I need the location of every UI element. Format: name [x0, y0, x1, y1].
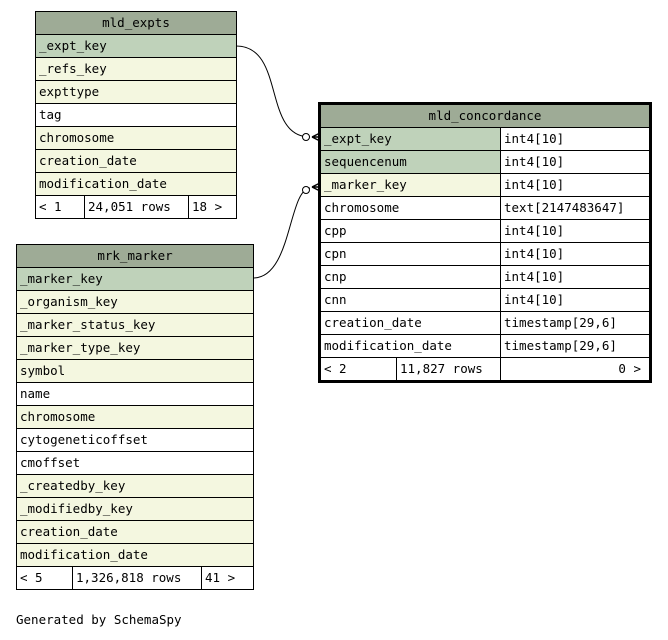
column-row[interactable]: _refs_key: [36, 58, 236, 81]
table-footer: < 1 24,051 rows 18 >: [36, 196, 236, 218]
column-name: modification_date: [20, 547, 148, 562]
children-link[interactable]: 41 >: [201, 567, 253, 589]
table-title[interactable]: mld_concordance: [321, 105, 649, 128]
column-name: _createdby_key: [20, 478, 126, 493]
column-row[interactable]: _createdby_key: [17, 475, 253, 498]
edge-expt-key-optional-marker: [302, 133, 310, 141]
column-row[interactable]: _organism_key: [17, 291, 253, 314]
row-count: 11,827 rows: [396, 358, 500, 380]
column-row[interactable]: expttype: [36, 81, 236, 104]
column-name: name: [20, 386, 51, 401]
column-row[interactable]: cpn int4[10]: [321, 243, 649, 266]
generated-by-credit: Generated by SchemaSpy: [16, 612, 182, 627]
column-type: int4[10]: [500, 243, 649, 265]
column-row[interactable]: chromosome: [36, 127, 236, 150]
column-name: cpp: [321, 220, 500, 242]
column-name: chromosome: [321, 197, 500, 219]
children-link[interactable]: 0 >: [500, 358, 649, 380]
table-title[interactable]: mrk_marker: [17, 245, 253, 268]
column-row[interactable]: name: [17, 383, 253, 406]
column-name: _marker_status_key: [20, 317, 156, 332]
edge-expt-key: [235, 45, 311, 138]
column-row[interactable]: modification_date: [36, 173, 236, 196]
row-count: 24,051 rows: [84, 196, 188, 218]
column-name: cpn: [321, 243, 500, 265]
column-name: _refs_key: [39, 61, 107, 76]
column-row[interactable]: cnp int4[10]: [321, 266, 649, 289]
column-row[interactable]: chromosome text[2147483647]: [321, 197, 649, 220]
column-name: expttype: [39, 84, 100, 99]
column-type: int4[10]: [500, 174, 649, 196]
column-name: cytogeneticoffset: [20, 432, 148, 447]
column-row[interactable]: cmoffset: [17, 452, 253, 475]
column-type: int4[10]: [500, 128, 649, 150]
column-name: _marker_key: [321, 174, 500, 196]
column-name: modification_date: [321, 335, 500, 357]
column-name: _marker_type_key: [20, 340, 141, 355]
column-name: cnn: [321, 289, 500, 311]
column-type: int4[10]: [500, 151, 649, 173]
column-type: int4[10]: [500, 266, 649, 288]
column-type: timestamp[29,6]: [500, 312, 649, 334]
parents-link[interactable]: < 2: [324, 361, 347, 376]
column-name: modification_date: [39, 176, 167, 191]
column-row[interactable]: symbol: [17, 360, 253, 383]
column-row[interactable]: cpp int4[10]: [321, 220, 649, 243]
column-row[interactable]: tag: [36, 104, 236, 127]
column-name: creation_date: [321, 312, 500, 334]
column-name: _organism_key: [20, 294, 118, 309]
column-name: cmoffset: [20, 455, 81, 470]
column-row[interactable]: cnn int4[10]: [321, 289, 649, 312]
column-type: timestamp[29,6]: [500, 335, 649, 357]
edge-marker-key: [252, 187, 311, 279]
table-footer: < 2 11,827 rows 0 >: [321, 358, 649, 380]
column-type: text[2147483647]: [500, 197, 649, 219]
column-name: chromosome: [20, 409, 96, 424]
column-name: cnp: [321, 266, 500, 288]
column-name: creation_date: [20, 524, 118, 539]
row-count: 1,326,818 rows: [72, 567, 201, 589]
table-title[interactable]: mld_expts: [36, 12, 236, 35]
column-name: tag: [39, 107, 62, 122]
column-name: creation_date: [39, 153, 137, 168]
parents-link[interactable]: < 5: [20, 570, 43, 585]
table-mld-concordance[interactable]: mld_concordance _expt_key int4[10] seque…: [318, 102, 652, 383]
column-row[interactable]: creation_date: [36, 150, 236, 173]
table-mrk-marker[interactable]: mrk_marker _marker_key _organism_key _ma…: [16, 244, 254, 590]
column-name: sequencenum: [321, 151, 500, 173]
column-row[interactable]: chromosome: [17, 406, 253, 429]
column-type: int4[10]: [500, 220, 649, 242]
column-name: _modifiedby_key: [20, 501, 133, 516]
column-name: symbol: [20, 363, 66, 378]
column-row[interactable]: creation_date: [17, 521, 253, 544]
column-row[interactable]: creation_date timestamp[29,6]: [321, 312, 649, 335]
column-row[interactable]: _marker_key: [17, 268, 253, 291]
column-name: chromosome: [39, 130, 115, 145]
column-row[interactable]: modification_date: [17, 544, 253, 567]
column-row[interactable]: _marker_key int4[10]: [321, 174, 649, 197]
table-mld-expts[interactable]: mld_expts _expt_key _refs_key expttype t…: [35, 11, 237, 219]
edge-marker-key-optional-marker: [302, 186, 310, 194]
column-name: _marker_key: [20, 271, 103, 286]
column-name: _expt_key: [39, 38, 107, 53]
column-type: int4[10]: [500, 289, 649, 311]
column-row[interactable]: _marker_status_key: [17, 314, 253, 337]
column-row[interactable]: modification_date timestamp[29,6]: [321, 335, 649, 358]
children-link[interactable]: 18 >: [188, 196, 236, 218]
column-row[interactable]: _marker_type_key: [17, 337, 253, 360]
column-row[interactable]: _expt_key int4[10]: [321, 128, 649, 151]
column-row[interactable]: _expt_key: [36, 35, 236, 58]
parents-link[interactable]: < 1: [39, 199, 62, 214]
column-row[interactable]: sequencenum int4[10]: [321, 151, 649, 174]
column-name: _expt_key: [321, 128, 500, 150]
column-row[interactable]: _modifiedby_key: [17, 498, 253, 521]
table-footer: < 5 1,326,818 rows 41 >: [17, 567, 253, 589]
column-row[interactable]: cytogeneticoffset: [17, 429, 253, 452]
